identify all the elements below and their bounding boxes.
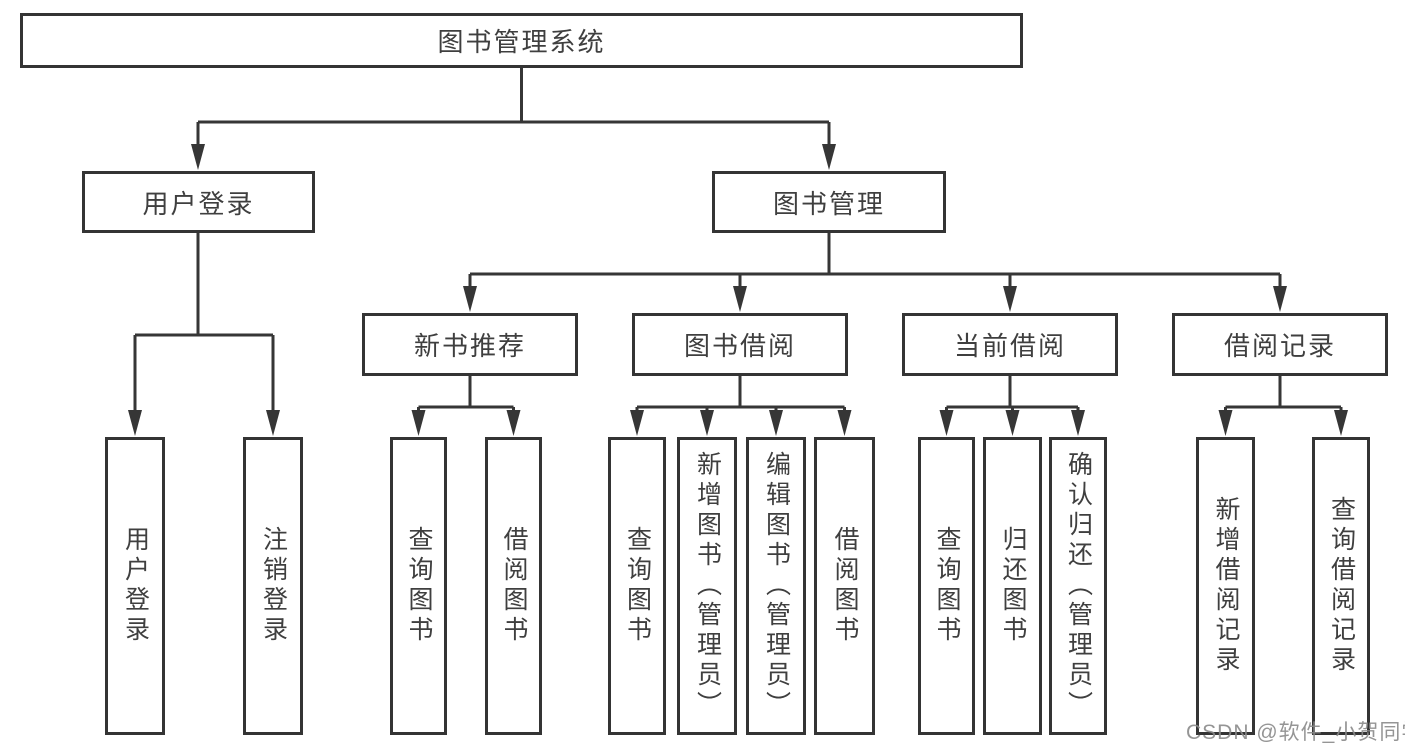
- arrow-down-icon: [630, 410, 644, 436]
- arrow-down-icon: [506, 410, 521, 436]
- node-leaf-logout: 注销登录: [243, 437, 303, 735]
- node-user-login-group: 用户登录: [82, 171, 315, 233]
- arrow-down-icon: [1218, 410, 1233, 436]
- node-leaf-user-login: 用户登录: [105, 437, 165, 735]
- node-leaf-query-borrow-record: 查询借阅记录: [1312, 437, 1370, 735]
- node-leaf-query-books-2: 查询图书: [608, 437, 666, 735]
- arrow-down-icon: [266, 410, 280, 436]
- arrow-down-icon: [191, 144, 205, 170]
- arrow-down-icon: [128, 410, 142, 436]
- arrow-down-icon: [463, 286, 477, 312]
- node-book-management: 图书管理: [712, 171, 946, 233]
- node-new-book-recommend: 新书推荐: [362, 313, 578, 376]
- node-leaf-borrow-books-1: 借阅图书: [485, 437, 542, 735]
- node-leaf-borrow-books-2: 借阅图书: [814, 437, 875, 735]
- node-leaf-query-books-3: 查询图书: [918, 437, 975, 735]
- arrow-down-icon: [1005, 410, 1020, 436]
- arrow-down-icon: [939, 410, 954, 436]
- arrow-down-icon: [700, 410, 714, 436]
- arrow-down-icon: [822, 144, 836, 170]
- node-leaf-return-books: 归还图书: [983, 437, 1042, 735]
- node-leaf-add-books-admin: 新增图书（管理员）: [677, 437, 737, 735]
- arrow-down-icon: [1071, 410, 1085, 436]
- arrow-down-icon: [733, 286, 747, 312]
- arrow-down-icon: [837, 410, 852, 436]
- arrow-down-icon: [1273, 286, 1287, 312]
- node-book-borrow: 图书借阅: [632, 313, 848, 376]
- connector-current-borrow-to-leaves: [939, 376, 1085, 436]
- node-library-management-system: 图书管理系统: [20, 13, 1023, 68]
- node-leaf-edit-books-admin: 编辑图书（管理员）: [746, 437, 806, 735]
- node-current-borrow: 当前借阅: [902, 313, 1118, 376]
- connector-user-login-to-leaves: [128, 233, 280, 436]
- connector-book-mgmt-to-level2: [463, 233, 1287, 312]
- arrow-down-icon: [411, 410, 426, 436]
- connector-borrow-records-to-leaves: [1218, 376, 1348, 436]
- connector-root-to-level1: [191, 68, 836, 170]
- node-leaf-add-borrow-record: 新增借阅记录: [1196, 437, 1255, 735]
- connector-new-books-to-leaves: [411, 376, 521, 436]
- node-leaf-confirm-return-admin: 确认归还（管理员）: [1049, 437, 1107, 735]
- arrow-down-icon: [769, 410, 783, 436]
- node-borrow-records: 借阅记录: [1172, 313, 1388, 376]
- connector-book-borrow-to-leaves: [630, 376, 852, 436]
- arrow-down-icon: [1003, 286, 1017, 312]
- node-leaf-query-books-1: 查询图书: [390, 437, 447, 735]
- csdn-watermark: CSDN @软件_小贺同学: [1186, 721, 1405, 744]
- arrow-down-icon: [1334, 410, 1348, 436]
